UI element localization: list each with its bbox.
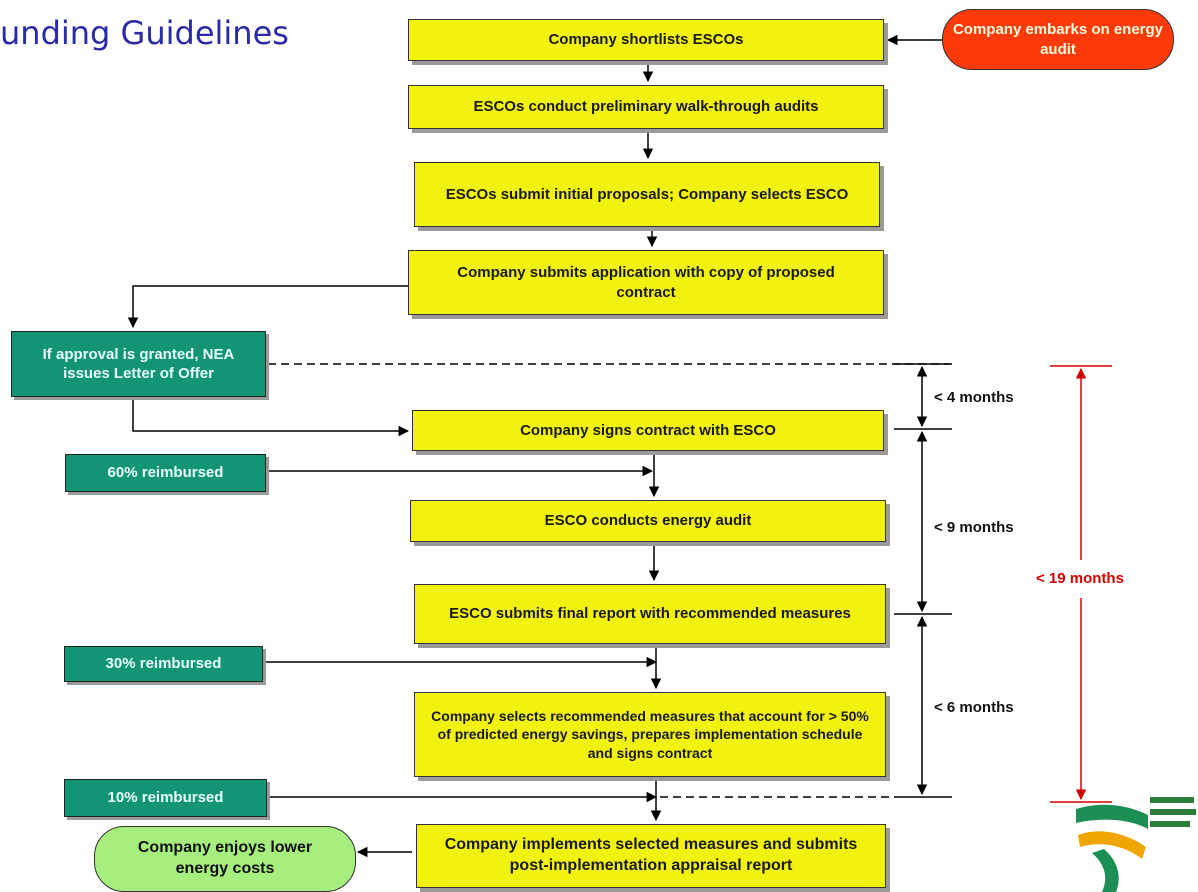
arrow-application-to-approval [127,285,408,329]
start-node-label: Company embarks on energy audit [952,21,1164,58]
reimburse-30: 30% reimbursed [64,646,263,682]
step-final-report-label: ESCO submits final report with recommend… [449,605,851,623]
approval-label: If approval is granted, NEA issues Lette… [42,345,235,383]
duration-6-months: < 6 months [934,699,1014,716]
step-signs-label: Company signs contract with ESCO [520,421,776,439]
reimburse-60: 60% reimbursed [65,454,266,492]
step-walkthrough-label: ESCOs conduct preliminary walk-through a… [473,98,819,116]
step-select-measures-label: Company selects recommended measures tha… [431,708,869,761]
step-implements-label: Company implements selected measures and… [444,836,858,874]
step-proposals-label: ESCOs submit initial proposals; Company … [445,185,849,203]
step-select-measures: Company selects recommended measures tha… [414,692,886,777]
reimburse-30-label: 30% reimbursed [105,655,222,673]
reimburse-60-label: 60% reimbursed [107,464,224,482]
start-node: Company embarks on energy audit [942,9,1174,70]
step-shortlist-label: Company shortlists ESCOs [548,31,744,49]
step-shortlist: Company shortlists ESCOs [408,19,884,61]
duration-4-months: < 4 months [934,389,1014,406]
end-node-label: Company enjoys lower energy costs [137,839,313,877]
step-application: Company submits application with copy of… [408,250,884,315]
step-proposals: ESCOs submit initial proposals; Company … [414,162,880,227]
step-final-report: ESCO submits final report with recommend… [414,584,886,644]
step-application-label: Company submits application with copy of… [457,264,835,301]
duration-9-months: < 9 months [934,519,1014,536]
step-audit-label: ESCO conducts energy audit [544,512,752,530]
end-node: Company enjoys lower energy costs [94,826,356,892]
nea-logo [1076,797,1196,892]
step-walkthrough: ESCOs conduct preliminary walk-through a… [408,85,884,129]
reimburse-10: 10% reimbursed [64,779,267,817]
step-implements: Company implements selected measures and… [416,824,886,888]
reimburse-10-label: 10% reimbursed [107,789,224,807]
step-signs-contract: Company signs contract with ESCO [412,410,884,451]
page-title: unding Guidelines [0,14,289,52]
arrow-approval-to-signs [132,399,410,437]
duration-19-months: < 19 months [1036,570,1124,587]
step-energy-audit: ESCO conducts energy audit [410,500,886,542]
approval-box: If approval is granted, NEA issues Lette… [11,331,266,397]
